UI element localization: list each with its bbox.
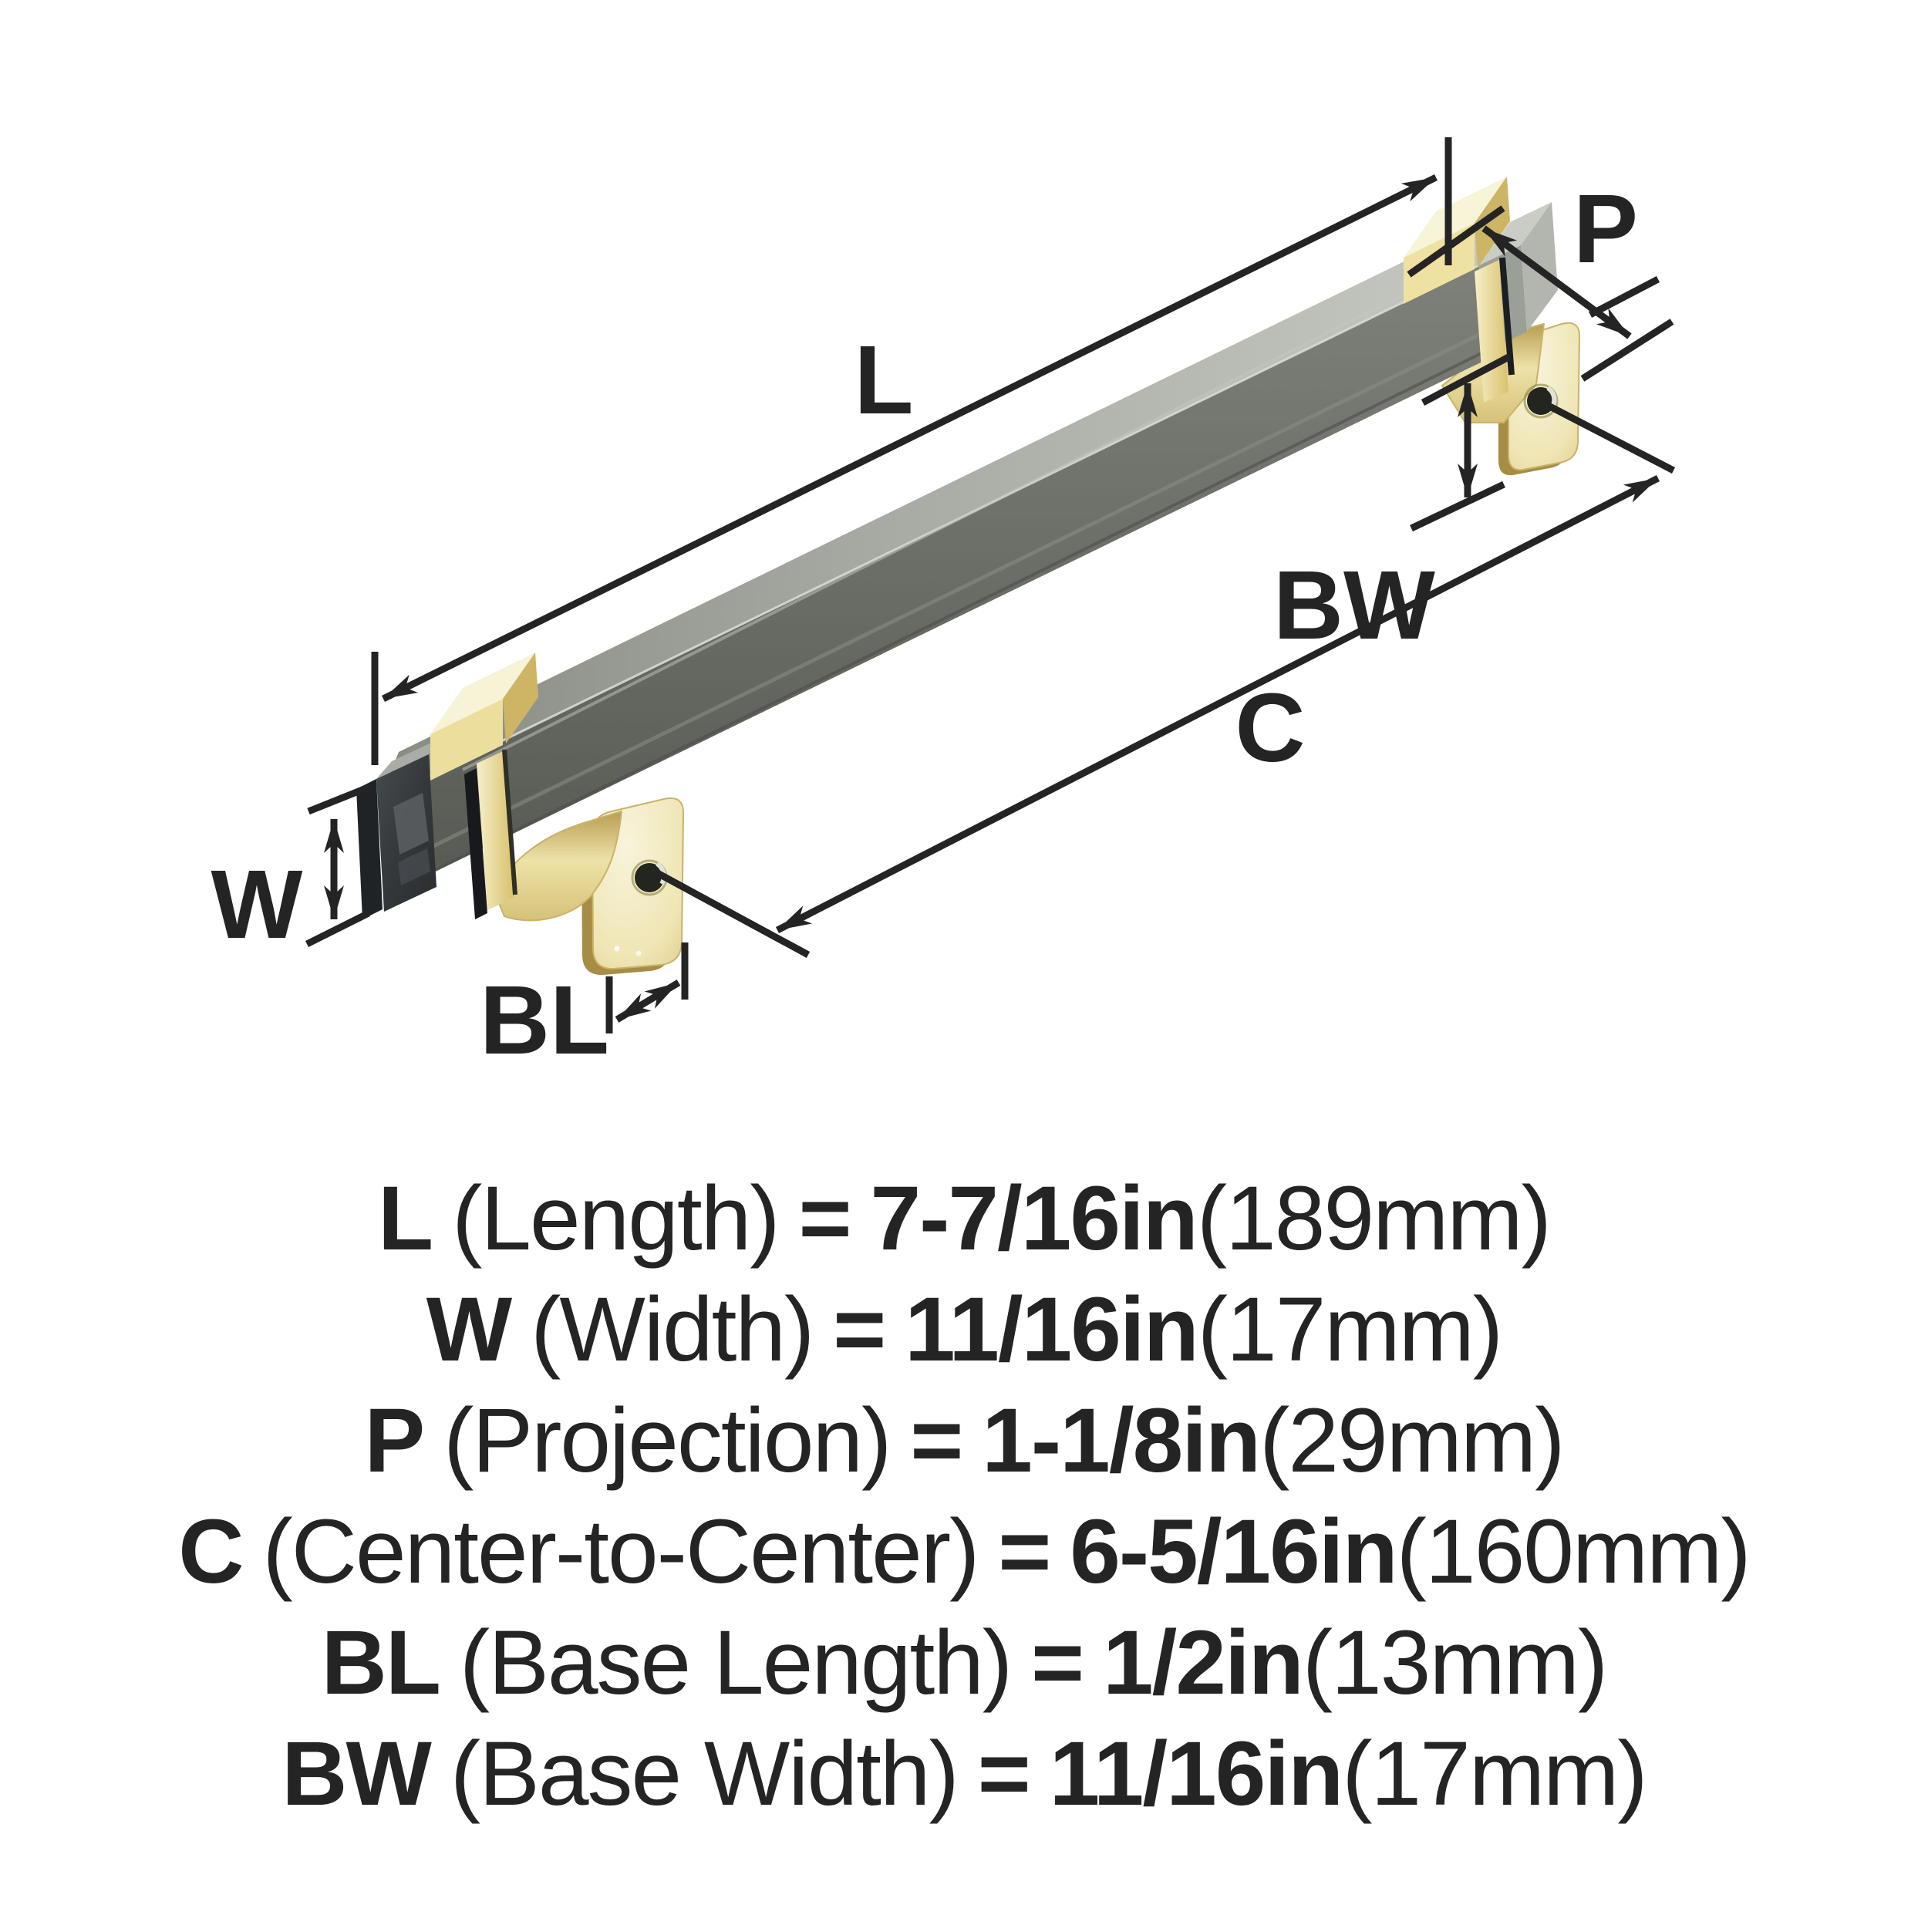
- label-L: L: [854, 325, 914, 434]
- spec-line-length: L(Length)=7-7/16in(189mm): [0, 1163, 1928, 1274]
- label-BL: BL: [480, 966, 609, 1074]
- left-end-cap: [356, 737, 444, 919]
- left-end-cap-end-face: [356, 779, 383, 919]
- label-C: C: [1235, 673, 1306, 782]
- spec-equals: =: [977, 1723, 1031, 1825]
- right-clamp-block-side: [1475, 177, 1510, 268]
- label-BW: BW: [1273, 551, 1435, 659]
- W-tick-upper: [307, 783, 372, 815]
- spec-equals: =: [798, 1168, 852, 1269]
- spec-equals: =: [910, 1390, 963, 1492]
- BW-top-line-left: [1421, 353, 1512, 406]
- spec-label: BL: [321, 1612, 441, 1714]
- BW-bottom-line: [1410, 480, 1505, 532]
- spec-equals: =: [833, 1279, 886, 1381]
- C-dimension-line: [775, 474, 1660, 934]
- spec-label: L: [378, 1168, 433, 1269]
- spec-metric: (13mm): [1302, 1612, 1608, 1714]
- spec-value: 11/16in: [905, 1279, 1199, 1381]
- P-tick-lower: [1580, 319, 1674, 382]
- BL-dimension-line: [615, 979, 681, 1023]
- left-clamp-jaw: [477, 751, 514, 910]
- spec-value: 7-7/16in: [870, 1168, 1198, 1269]
- spec-name: (Projection): [443, 1390, 892, 1492]
- dimension-C: [649, 400, 1676, 958]
- dimension-P: [1407, 205, 1674, 382]
- spec-label: BW: [281, 1723, 432, 1825]
- bar-top-face: [379, 210, 1510, 801]
- W-tick-lower: [305, 909, 371, 948]
- spec-list: L(Length)=7-7/16in(189mm) W(Width)=11/16…: [0, 1163, 1928, 1829]
- left-clamp-shadow-seam: [464, 768, 487, 919]
- spec-name: (Base Width): [450, 1723, 959, 1825]
- spec-value: 1/2in: [1102, 1612, 1304, 1714]
- C-extension-left: [649, 867, 811, 958]
- spec-value: 6-5/16in: [1070, 1501, 1397, 1603]
- dimension-BL: [605, 942, 689, 1033]
- spec-value: 1-1/8in: [982, 1390, 1261, 1492]
- P-tick-upper: [1407, 205, 1505, 278]
- label-P: P: [1573, 174, 1638, 283]
- P-dimension-line: [1481, 225, 1632, 339]
- C-extension-right: [1540, 400, 1676, 474]
- spec-equals: =: [998, 1501, 1051, 1603]
- left-neck: [493, 811, 622, 922]
- spec-value: 11/16in: [1049, 1723, 1344, 1825]
- spec-name: (Center-to-Center): [262, 1501, 979, 1603]
- label-W: W: [211, 850, 303, 959]
- spec-metric: (29mm): [1259, 1390, 1565, 1492]
- spec-line-base-length: BL(Base Length)=1/2in(13mm): [0, 1607, 1928, 1718]
- spec-line-projection: P(Projection)=1-1/8in(29mm): [0, 1385, 1928, 1496]
- left-clamp-block-front: [430, 699, 503, 781]
- spec-label: C: [178, 1501, 244, 1603]
- spec-metric: (160mm): [1396, 1501, 1751, 1603]
- spec-metric: (17mm): [1342, 1723, 1647, 1825]
- L-dimension-line: [382, 174, 1438, 703]
- spec-name: (Length): [452, 1168, 780, 1269]
- spec-metric: (17mm): [1197, 1279, 1503, 1381]
- spec-name: (Width): [531, 1279, 814, 1381]
- dimension-W: [305, 783, 372, 948]
- BW-top-line-right: [1588, 276, 1660, 318]
- dimension-annotations: [305, 137, 1676, 1033]
- spec-name: (Base Length): [459, 1612, 1013, 1714]
- spec-metric: (189mm): [1196, 1168, 1552, 1269]
- spec-line-base-width: BW(Base Width)=11/16in(17mm): [0, 1718, 1928, 1829]
- spec-equals: =: [1031, 1612, 1084, 1714]
- left-end-cap-top: [376, 737, 444, 779]
- spec-line-center-to-center: C(Center-to-Center)=6-5/16in(160mm): [0, 1496, 1928, 1607]
- screw-hole-right: [1523, 383, 1559, 419]
- spec-line-width: W(Width)=11/16in(17mm): [0, 1274, 1928, 1385]
- spec-label: P: [364, 1390, 425, 1492]
- spec-label: W: [426, 1279, 512, 1381]
